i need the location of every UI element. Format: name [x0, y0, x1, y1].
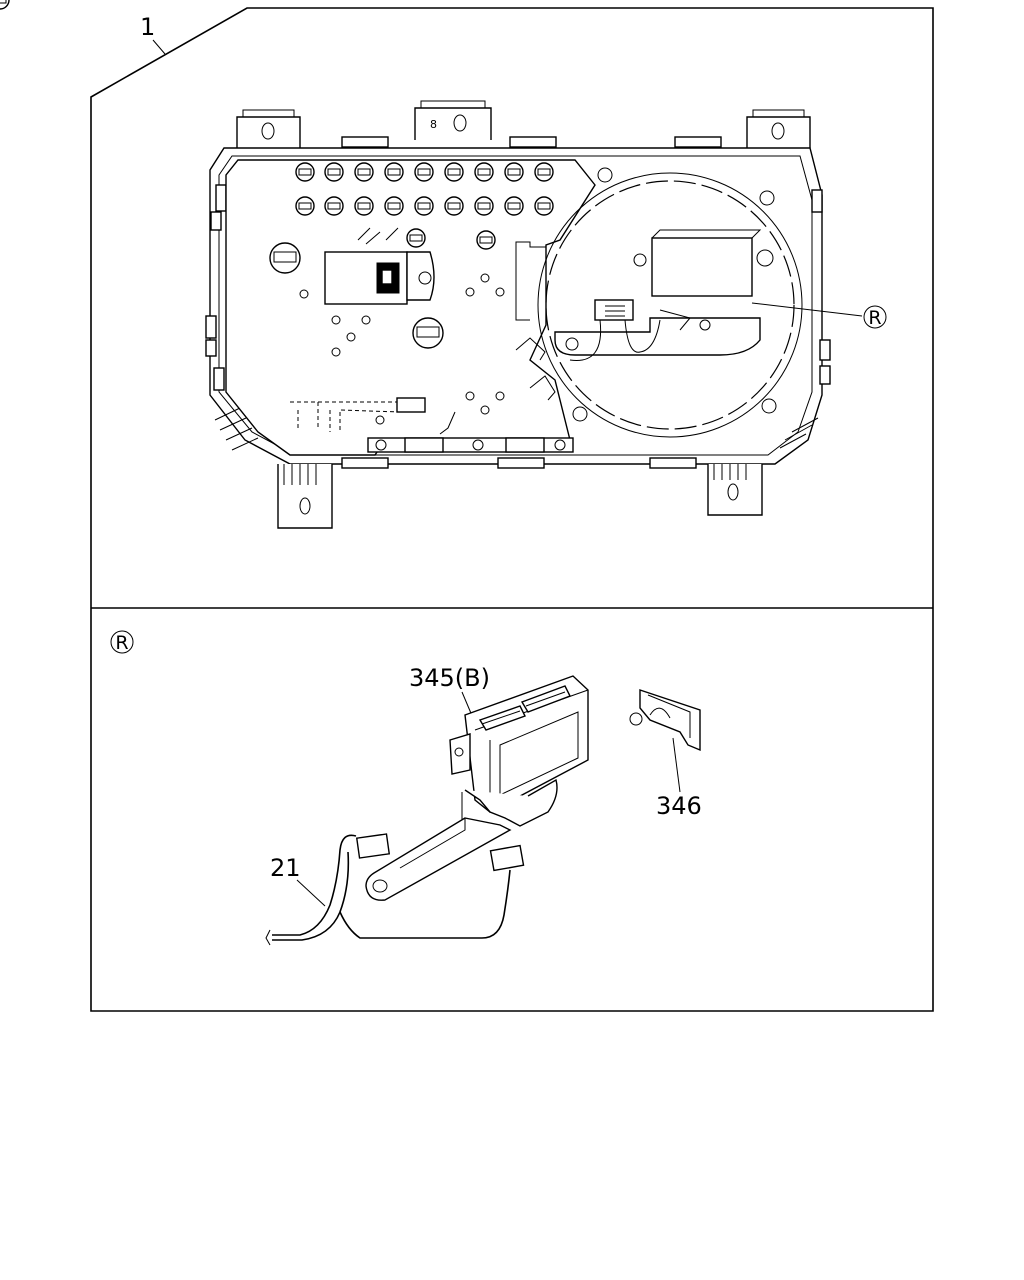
part-21-harness: 21 [265, 833, 525, 946]
bottom-clips [341, 457, 697, 469]
bulb-socket-grid [0, 0, 554, 250]
bottom-rail [367, 437, 574, 453]
callout-1: 1 [140, 13, 166, 55]
instrument-cluster: 8 [0, 0, 887, 529]
board-screws [299, 273, 505, 425]
part-346-clip: 346 [629, 689, 702, 820]
bottom-tab-left [277, 464, 333, 529]
callout-345-label: 345(B) [409, 664, 490, 692]
left-clips [205, 184, 227, 391]
right-clips [811, 189, 831, 385]
detail-marker-section-label: R [115, 632, 128, 654]
callout-1-label: 1 [140, 13, 155, 41]
svg-text:8: 8 [430, 118, 437, 131]
corner-ribs [214, 407, 819, 451]
diagram-frame [90, 7, 934, 1012]
top-tab-right [746, 109, 811, 148]
detail-marker-top: R [751, 302, 887, 329]
circuit-board [225, 159, 596, 456]
callout-21-label: 21 [270, 854, 301, 882]
detail-marker-section: R [110, 630, 134, 654]
gauge-ring [515, 167, 803, 438]
module-345 [554, 229, 774, 361]
detail-circle-icon [863, 305, 887, 329]
callout-346-label: 346 [656, 792, 702, 820]
dashed-harness [290, 397, 456, 435]
top-tab-left [236, 109, 301, 148]
main-connector [324, 227, 435, 305]
detail-marker-top-label: R [868, 307, 881, 329]
top-clips [341, 136, 722, 148]
detail-circle-icon [110, 630, 134, 654]
large-sockets [269, 242, 444, 349]
part-345-module: 345(B) [365, 664, 589, 901]
top-tab-center: 8 [414, 100, 492, 140]
detail-section: R 345(B) [110, 630, 702, 946]
bottom-tab-right [707, 464, 763, 516]
